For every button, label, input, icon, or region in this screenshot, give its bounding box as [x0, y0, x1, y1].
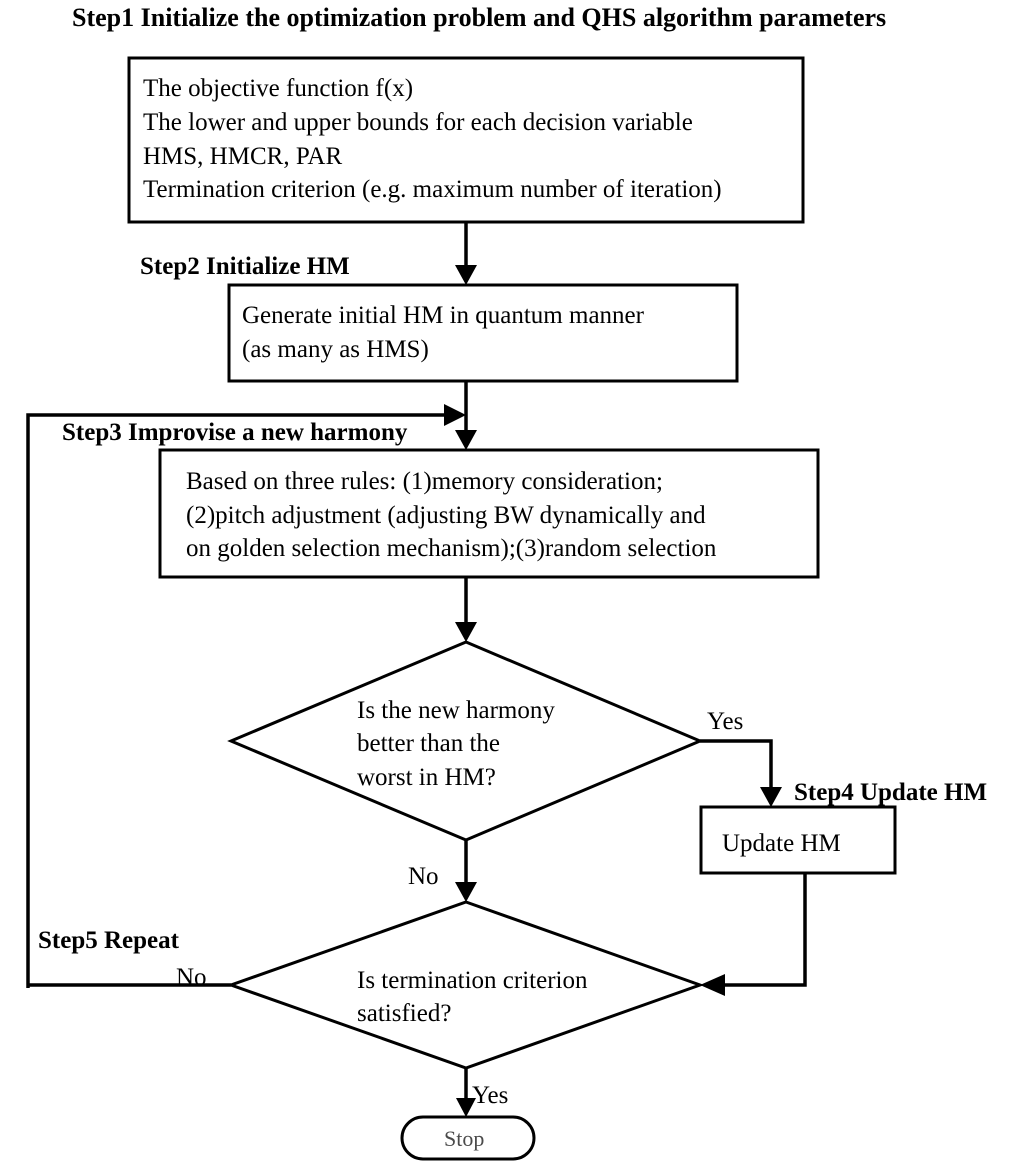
edge-label-decision2-yes: Yes — [472, 1082, 508, 1109]
box2-line-1: Generate initial HM in quantum manner — [242, 302, 645, 329]
decision1-line-1: Is the new harmony — [357, 697, 555, 724]
arrow-head-decision2-yes-to-stop — [456, 1098, 476, 1117]
process-box-update-hm — [699, 805, 897, 875]
connector-box4-to-decision2 — [722, 873, 807, 987]
arrow-head-decision1-no-to-decision2 — [455, 882, 477, 902]
decision2-line-1: Is termination criterion — [357, 967, 588, 994]
arrow-head-loopback-to-step3 — [444, 404, 466, 426]
process-box-initialize-hm — [227, 283, 739, 383]
arrow-head-box2-to-box3 — [455, 430, 477, 450]
step2-label: Step2 Initialize HM — [140, 253, 350, 280]
arrow-head-box3-to-decision1 — [455, 622, 477, 642]
step3-label: Step3 Improvise a new harmony — [62, 419, 408, 446]
box3-line-3: on golden selection mechanism);(3)random… — [186, 535, 717, 562]
step5-label: Step5 Repeat — [38, 927, 180, 954]
connector-decision1-yes-to-box4 — [700, 739, 773, 790]
process-box-improvise-harmony — [158, 448, 820, 579]
edge-label-decision2-no: No — [176, 964, 207, 991]
edge-label-decision1-yes: Yes — [707, 708, 743, 735]
decision1-line-3: worst in HM? — [357, 764, 496, 791]
process-box-initialize-parameters — [127, 56, 805, 224]
box3-line-1: Based on three rules: (1)memory consider… — [186, 468, 663, 495]
edge-label-decision1-no: No — [408, 863, 439, 890]
box1-line-3: HMS, HMCR, PAR — [143, 143, 342, 170]
arrow-head-box4-to-decision2 — [700, 974, 725, 996]
decision1-line-2: better than the — [357, 730, 500, 757]
step4-label: Step4 Update HM — [794, 779, 987, 806]
box1-line-4: Termination criterion (e.g. maximum numb… — [143, 176, 722, 203]
arrow-head-decision1-yes-to-box4 — [760, 787, 782, 807]
box2-line-2: (as many as HMS) — [242, 336, 429, 363]
box4-line-1: Update HM — [722, 830, 841, 857]
box3-line-2: (2)pitch adjustment (adjusting BW dynami… — [186, 502, 706, 529]
terminator-stop-label: Stop — [444, 1126, 484, 1151]
page-title: Step1 Initialize the optimization proble… — [72, 3, 886, 32]
box1-line-2: The lower and upper bounds for each deci… — [143, 109, 693, 136]
decision2-line-2: satisfied? — [357, 1000, 451, 1027]
box1-line-1: The objective function f(x) — [143, 75, 413, 102]
arrow-head-box1-to-box2 — [455, 265, 477, 285]
connector-loopback-to-step3 — [26, 413, 450, 988]
terminator-stop — [400, 1115, 536, 1161]
